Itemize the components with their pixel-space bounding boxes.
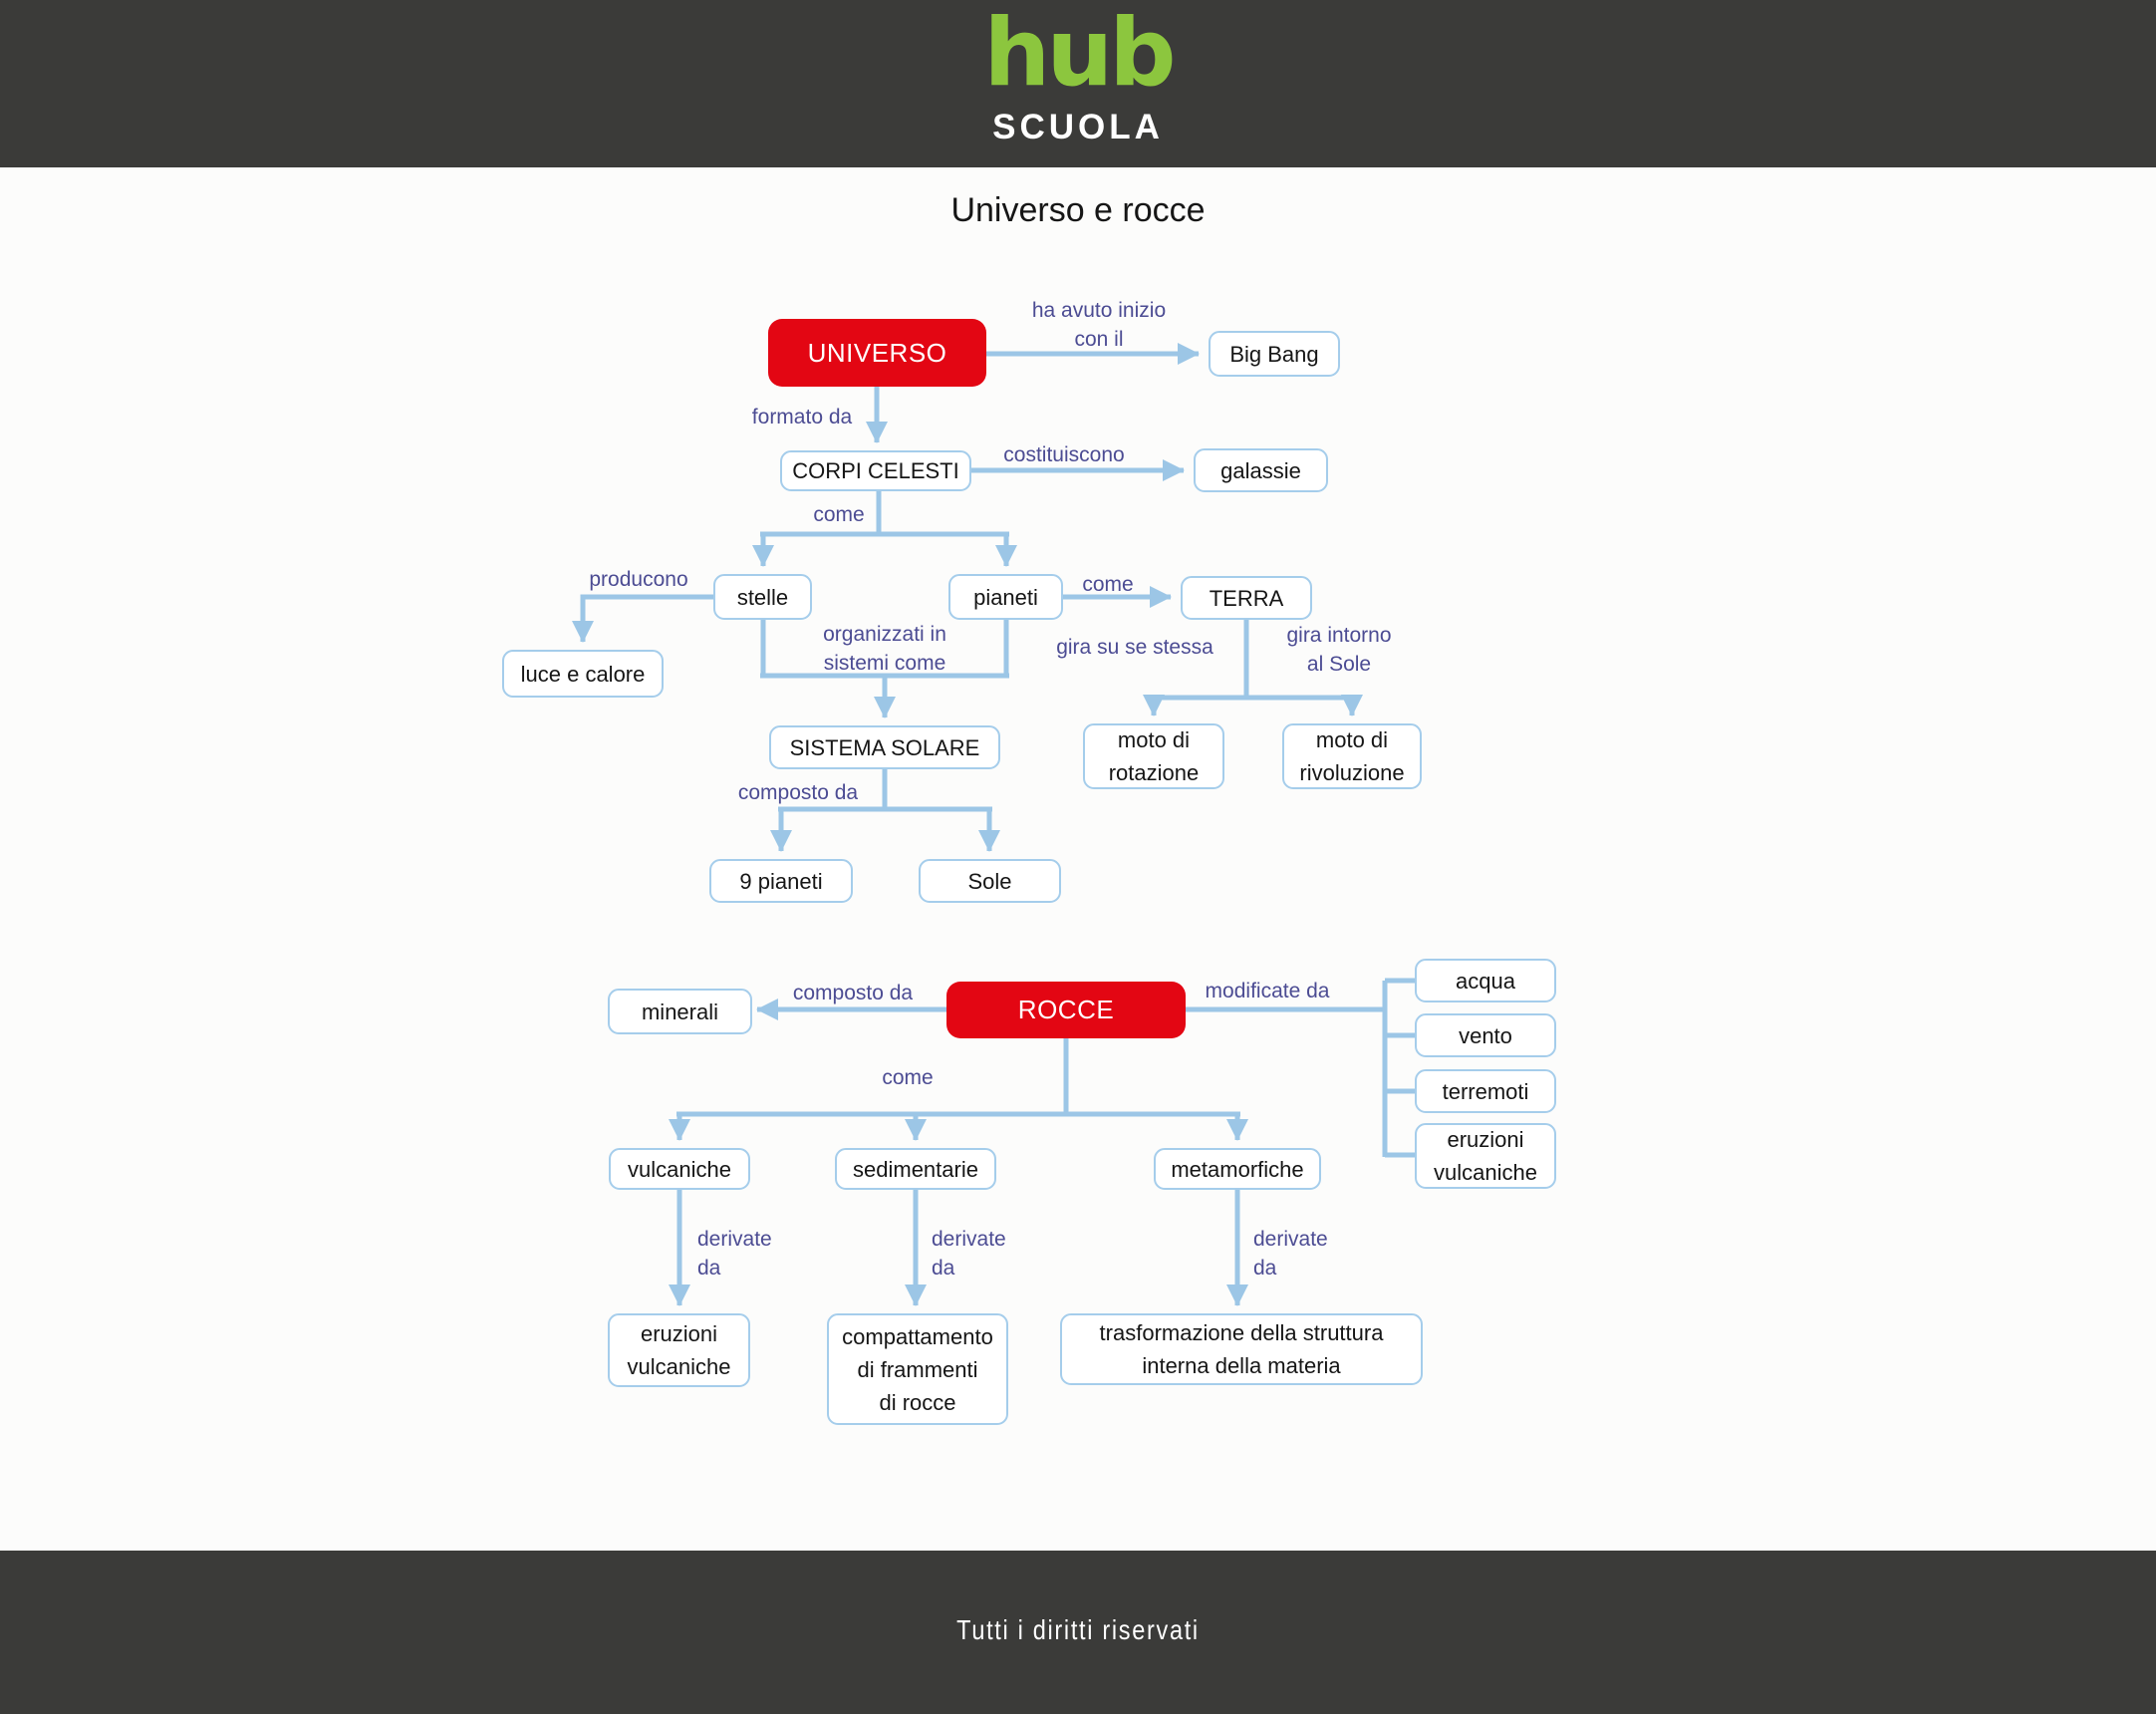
node-acqua: acqua — [1415, 959, 1556, 1002]
edge-label-producono: producono — [589, 568, 688, 591]
node-sistema-solare: SISTEMA SOLARE — [769, 725, 1000, 769]
node-vulcaniche: vulcaniche — [609, 1148, 750, 1190]
edge-label-derivate-da-1: derivate da — [697, 1228, 772, 1280]
edge-label-gira-su-se-stessa: gira su se stessa — [1056, 636, 1213, 659]
node-corpi-celesti: CORPI CELESTI — [780, 450, 971, 491]
node-pianeti: pianeti — [948, 574, 1063, 620]
node-luce-e-calore: luce e calore — [502, 650, 664, 698]
node-terremoti: terremoti — [1415, 1069, 1556, 1113]
node-moto-di-rivoluzione: moto di rivoluzione — [1282, 723, 1422, 789]
edge-label-composto-da-sistema: composto da — [737, 781, 859, 804]
hub-logo-subtitle: SCUOLA — [992, 108, 1164, 146]
node-eruzioni-vulcaniche-derivazione: eruzioni vulcaniche — [608, 1313, 750, 1387]
edge-label-come-corpi: come — [813, 503, 865, 526]
edge-label-organizzati: organizzati in sistemi come — [823, 623, 946, 675]
edge-label-modificate-da: modificate da — [1205, 980, 1330, 1002]
edge-label-come-rocce: come — [882, 1066, 934, 1089]
edge-label-come-terra: come — [1082, 573, 1134, 596]
edge-label-formato-da: formato da — [751, 406, 853, 428]
edge-label-ha-avuto-inizio: ha avuto inizio con il — [1031, 299, 1167, 351]
node-galassie: galassie — [1194, 448, 1328, 492]
node-sole: Sole — [919, 859, 1061, 903]
edge-label-gira-intorno: gira intorno al Sole — [1286, 624, 1392, 676]
edge-label-derivate-da-3: derivate da — [1253, 1228, 1328, 1280]
edge-label-derivate-da-2: derivate da — [932, 1228, 1006, 1280]
node-metamorfiche: metamorfiche — [1154, 1148, 1321, 1190]
node-compattamento: compattamento di frammenti di rocce — [827, 1313, 1008, 1425]
copyright-text: Tutti i diritti riservati — [956, 1614, 1200, 1645]
node-eruzioni-vulcaniche-modificanti: eruzioni vulcaniche — [1415, 1123, 1556, 1189]
node-9-pianeti: 9 pianeti — [709, 859, 853, 903]
node-stelle: stelle — [713, 574, 812, 620]
node-universo: UNIVERSO — [768, 319, 986, 387]
hub-logo: hub — [983, 0, 1176, 108]
node-minerali: minerali — [608, 989, 752, 1034]
page-title: Universo e rocce — [950, 191, 1206, 229]
node-big-bang: Big Bang — [1209, 331, 1340, 377]
node-rocce: ROCCE — [946, 982, 1186, 1038]
header-band: hub SCUOLA — [0, 0, 2156, 167]
edge-label-composto-da-rocce: composto da — [792, 982, 914, 1004]
node-moto-di-rotazione: moto di rotazione — [1083, 723, 1224, 789]
edge-label-costituiscono: costituiscono — [1003, 443, 1125, 466]
node-trasformazione: trasformazione della struttura interna d… — [1060, 1313, 1423, 1385]
node-sedimentarie: sedimentarie — [835, 1148, 996, 1190]
node-vento: vento — [1415, 1013, 1556, 1057]
node-terra: TERRA — [1181, 576, 1312, 620]
footer-band — [0, 1551, 2156, 1714]
